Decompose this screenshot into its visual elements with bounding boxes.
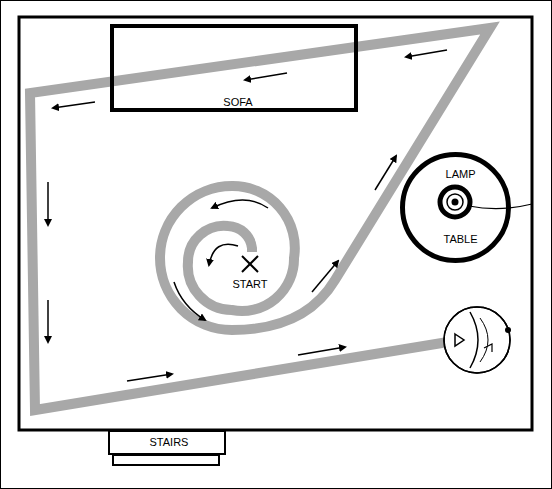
room-wall [19,17,532,430]
cleaning-path [30,28,490,410]
stair-step [113,455,219,465]
direction-arrows [48,50,447,381]
stairs-box: STAIRS [108,430,226,455]
robot-vacuum [444,307,511,373]
start-mark [242,256,258,272]
table-label: TABLE [443,234,477,245]
sofa-box: SOFA [110,24,358,112]
lamp-label: LAMP [446,169,476,180]
table-circle: LAMP TABLE [400,152,511,263]
sofa-label: SOFA [223,97,252,108]
start-label: START [232,279,267,290]
stairs-label: STAIRS [150,437,189,448]
lamp-symbol [440,187,532,217]
